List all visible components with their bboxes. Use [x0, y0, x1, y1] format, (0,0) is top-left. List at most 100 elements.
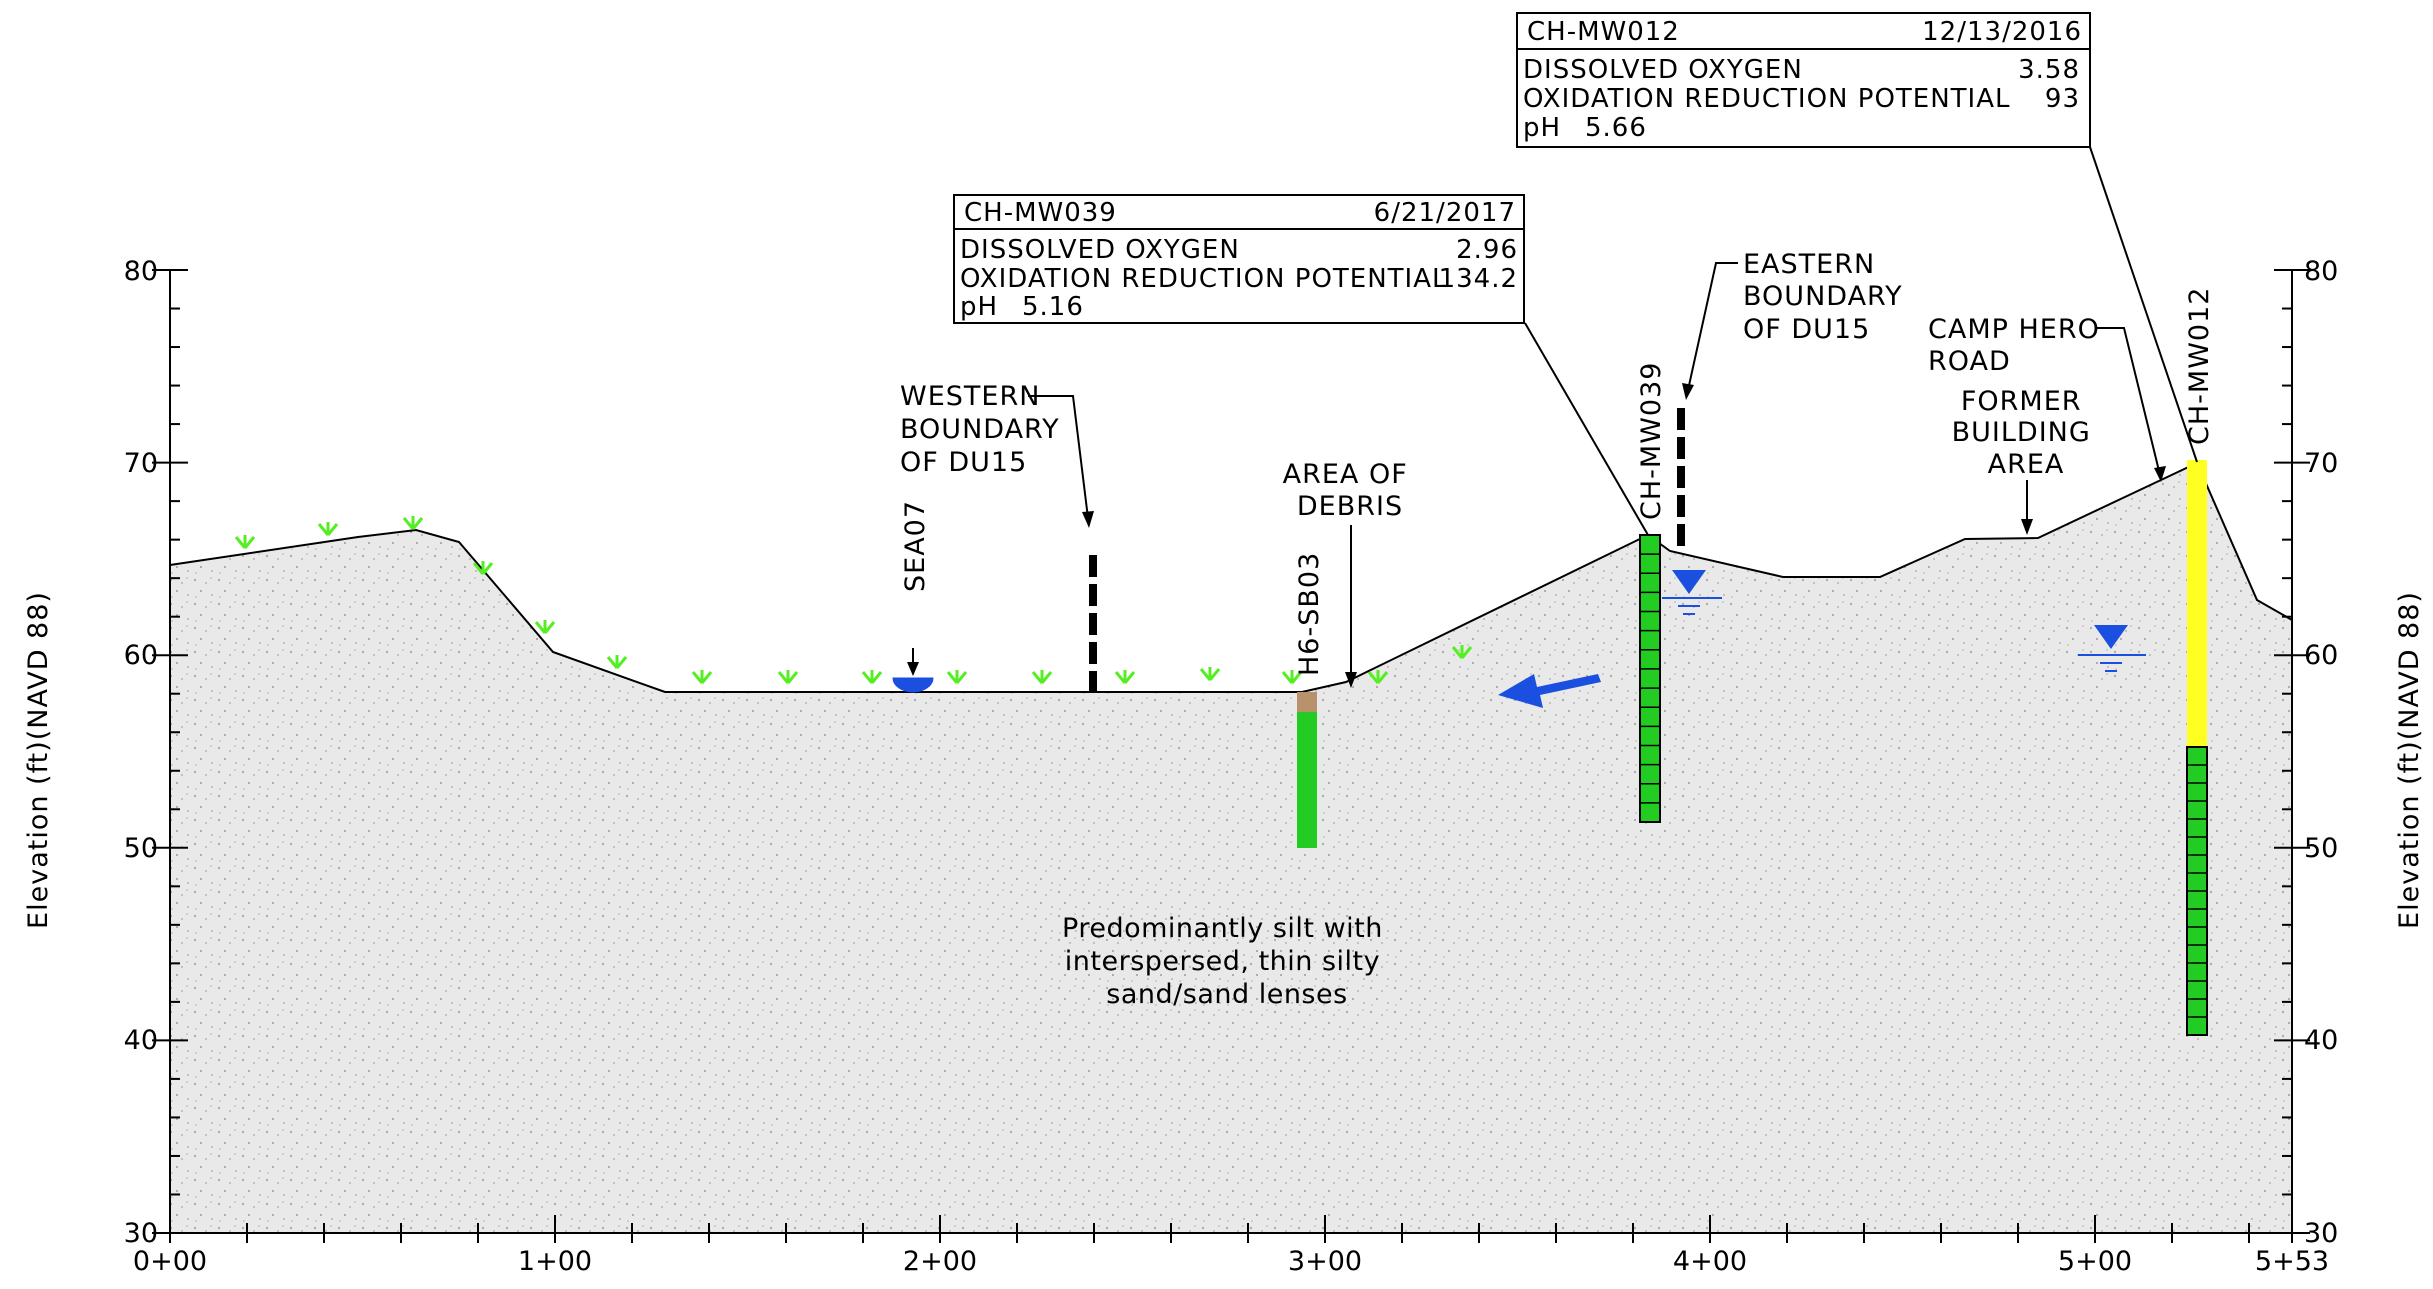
- western-boundary-label: WESTERN BOUNDARY OF DU15: [900, 381, 1069, 478]
- vegetation-icon: [534, 620, 556, 634]
- vegetation-stroke: [543, 621, 556, 634]
- vegetation-stroke: [1208, 668, 1221, 681]
- mw012-label: CH-MW012: [2184, 287, 2215, 445]
- mw012-screen: [2186, 746, 2208, 1036]
- h6-sb03-boring: H6-SB03: [1294, 552, 1325, 848]
- mw012-orp-label: OXIDATION REDUCTION POTENTIAL: [1523, 84, 2011, 114]
- ch-mw039-well: CH-MW039: [1636, 362, 1722, 823]
- vegetation-stroke: [870, 671, 883, 684]
- eastern-boundary-label: EASTERN BOUNDARY OF DU15: [1743, 249, 1912, 345]
- mw039-box-date: 6/21/2017: [1374, 198, 1516, 228]
- area-of-debris-label: AREA OF DEBRIS: [1283, 459, 1418, 522]
- y-tick-label: 30: [2304, 1218, 2338, 1249]
- y-minor-ticks-left: [152, 269, 188, 1234]
- mw012-ph-label: pH: [1523, 113, 1561, 143]
- mw012-ph-value: 5.66: [1585, 113, 1647, 143]
- x-tick-labels: 0+00 1+00 2+00 3+00 4+00 5+00 5+53: [133, 1246, 2329, 1277]
- y-axis-title-right: Elevation (ft)(NAVD 88): [2394, 591, 2425, 929]
- vegetation-stroke: [1290, 671, 1303, 684]
- mw039-do-value: 2.96: [1456, 235, 1518, 265]
- y-tick-labels-left: 80 70 60 50 40 30: [124, 256, 158, 1249]
- mw039-orp-label: OXIDATION REDUCTION POTENTIAL: [960, 264, 1448, 294]
- y-tick-label: 50: [2304, 833, 2338, 864]
- camp-hero-road-label: CAMP HERO ROAD: [1928, 314, 2109, 377]
- y-tick-labels-right: 80 70 60 50 40 30: [2304, 256, 2338, 1249]
- former-building-area-label: FORMER BUILDING AREA: [1952, 386, 2101, 480]
- mw039-leader-line: [1524, 322, 1649, 536]
- x-tick-label: 4+00: [1673, 1246, 1747, 1277]
- camp-hero-road: CAMP HERO ROAD: [1928, 314, 2166, 482]
- vegetation-icon: [472, 561, 494, 575]
- soil-fill: [170, 463, 2292, 1233]
- y-tick-label: 60: [2304, 640, 2338, 671]
- mw039-orp-value: 134.2: [1439, 264, 1518, 294]
- x-tick-label: 0+00: [133, 1246, 207, 1277]
- y-tick-label: 70: [124, 448, 158, 479]
- vegetation-stroke: [326, 523, 339, 536]
- flow-arrow-icon: [1498, 674, 1601, 708]
- x-minor-ticks: [169, 1215, 2293, 1243]
- vegetation-stroke: [1123, 671, 1136, 684]
- mw039-box-well: CH-MW039: [964, 198, 1117, 228]
- sb03-screen: [1297, 712, 1317, 848]
- y-axis-title-left: Elevation (ft)(NAVD 88): [23, 591, 54, 929]
- sb03-label: H6-SB03: [1294, 552, 1325, 676]
- y-tick-label: 40: [124, 1025, 158, 1056]
- mw039-label: CH-MW039: [1636, 362, 1667, 520]
- y-tick-label: 60: [124, 640, 158, 671]
- mw012-box-date: 12/13/2016: [1922, 17, 2082, 47]
- mw012-water-level-icon: [2094, 625, 2128, 649]
- y-tick-label: 30: [124, 1218, 158, 1249]
- y-tick-label: 40: [2304, 1025, 2338, 1056]
- vegetation-stroke: [615, 656, 628, 669]
- vegetation-stroke: [411, 517, 424, 530]
- vegetation-icon: [317, 522, 339, 536]
- y-minor-ticks-right: [2274, 269, 2310, 1234]
- sea07-arrowhead: [907, 662, 919, 676]
- mw012-do-label: DISSOLVED OXYGEN: [1523, 55, 1803, 85]
- vegetation-icon: [1199, 667, 1221, 681]
- vegetation-icon: [691, 670, 713, 684]
- eastern-boundary: EASTERN BOUNDARY OF DU15: [1677, 249, 1912, 548]
- mw039-screen-segments: [1640, 553, 1660, 804]
- mw012-orp-value: 93: [2045, 84, 2080, 114]
- mw012-box-well: CH-MW012: [1527, 17, 1680, 47]
- x-tick-label: 5+00: [2058, 1246, 2132, 1277]
- sb03-topsoil: [1297, 692, 1317, 712]
- vegetation-icon: [606, 655, 628, 669]
- y-tick-label: 50: [124, 833, 158, 864]
- y-tick-label: 80: [124, 256, 158, 287]
- x-tick-label: 1+00: [518, 1246, 592, 1277]
- vegetation-stroke: [243, 536, 256, 549]
- vegetation-icon: [1451, 645, 1473, 659]
- vegetation-stroke: [1040, 671, 1053, 684]
- vegetation-icon: [402, 516, 424, 530]
- vegetation-stroke: [1460, 646, 1473, 659]
- mw039-screen: [1639, 534, 1661, 823]
- mw039-do-label: DISSOLVED OXYGEN: [960, 235, 1240, 265]
- mw012-leader-line: [2089, 146, 2198, 463]
- vegetation-icon: [1367, 670, 1389, 684]
- mw012-screen-segments: [2187, 764, 2207, 1018]
- vegetation-stroke: [1376, 671, 1389, 684]
- x-tick-label: 3+00: [1288, 1246, 1362, 1277]
- ch-mw012-well: CH-MW012: [2078, 287, 2215, 1036]
- x-tick-label: 2+00: [903, 1246, 977, 1277]
- mw012-riser: [2187, 460, 2207, 747]
- mw039-water-level-icon: [1672, 570, 1706, 594]
- vegetation-icon: [861, 670, 883, 684]
- mw012-data-box: CH-MW012 12/13/2016 DISSOLVED OXYGEN 3.5…: [1516, 12, 2198, 463]
- mw039-screen-body: [1639, 534, 1661, 823]
- groundwater-flow-arrow: [1498, 674, 1601, 708]
- vegetation-icon: [777, 670, 799, 684]
- vegetation-stroke: [955, 671, 968, 684]
- former-building-area: FORMER BUILDING AREA: [1952, 386, 2101, 535]
- vegetation-stroke: [700, 671, 713, 684]
- y-tick-label: 80: [2304, 256, 2338, 287]
- mw039-data-box: CH-MW039 6/21/2017 DISSOLVED OXYGEN 2.96…: [953, 194, 1649, 536]
- mw039-ph-label: pH: [960, 292, 998, 322]
- western-boundary: WESTERN BOUNDARY OF DU15: [900, 381, 1097, 695]
- vegetation-icon: [946, 670, 968, 684]
- vegetation-icon: [1114, 670, 1136, 684]
- sea07-label: SEA07: [900, 500, 931, 592]
